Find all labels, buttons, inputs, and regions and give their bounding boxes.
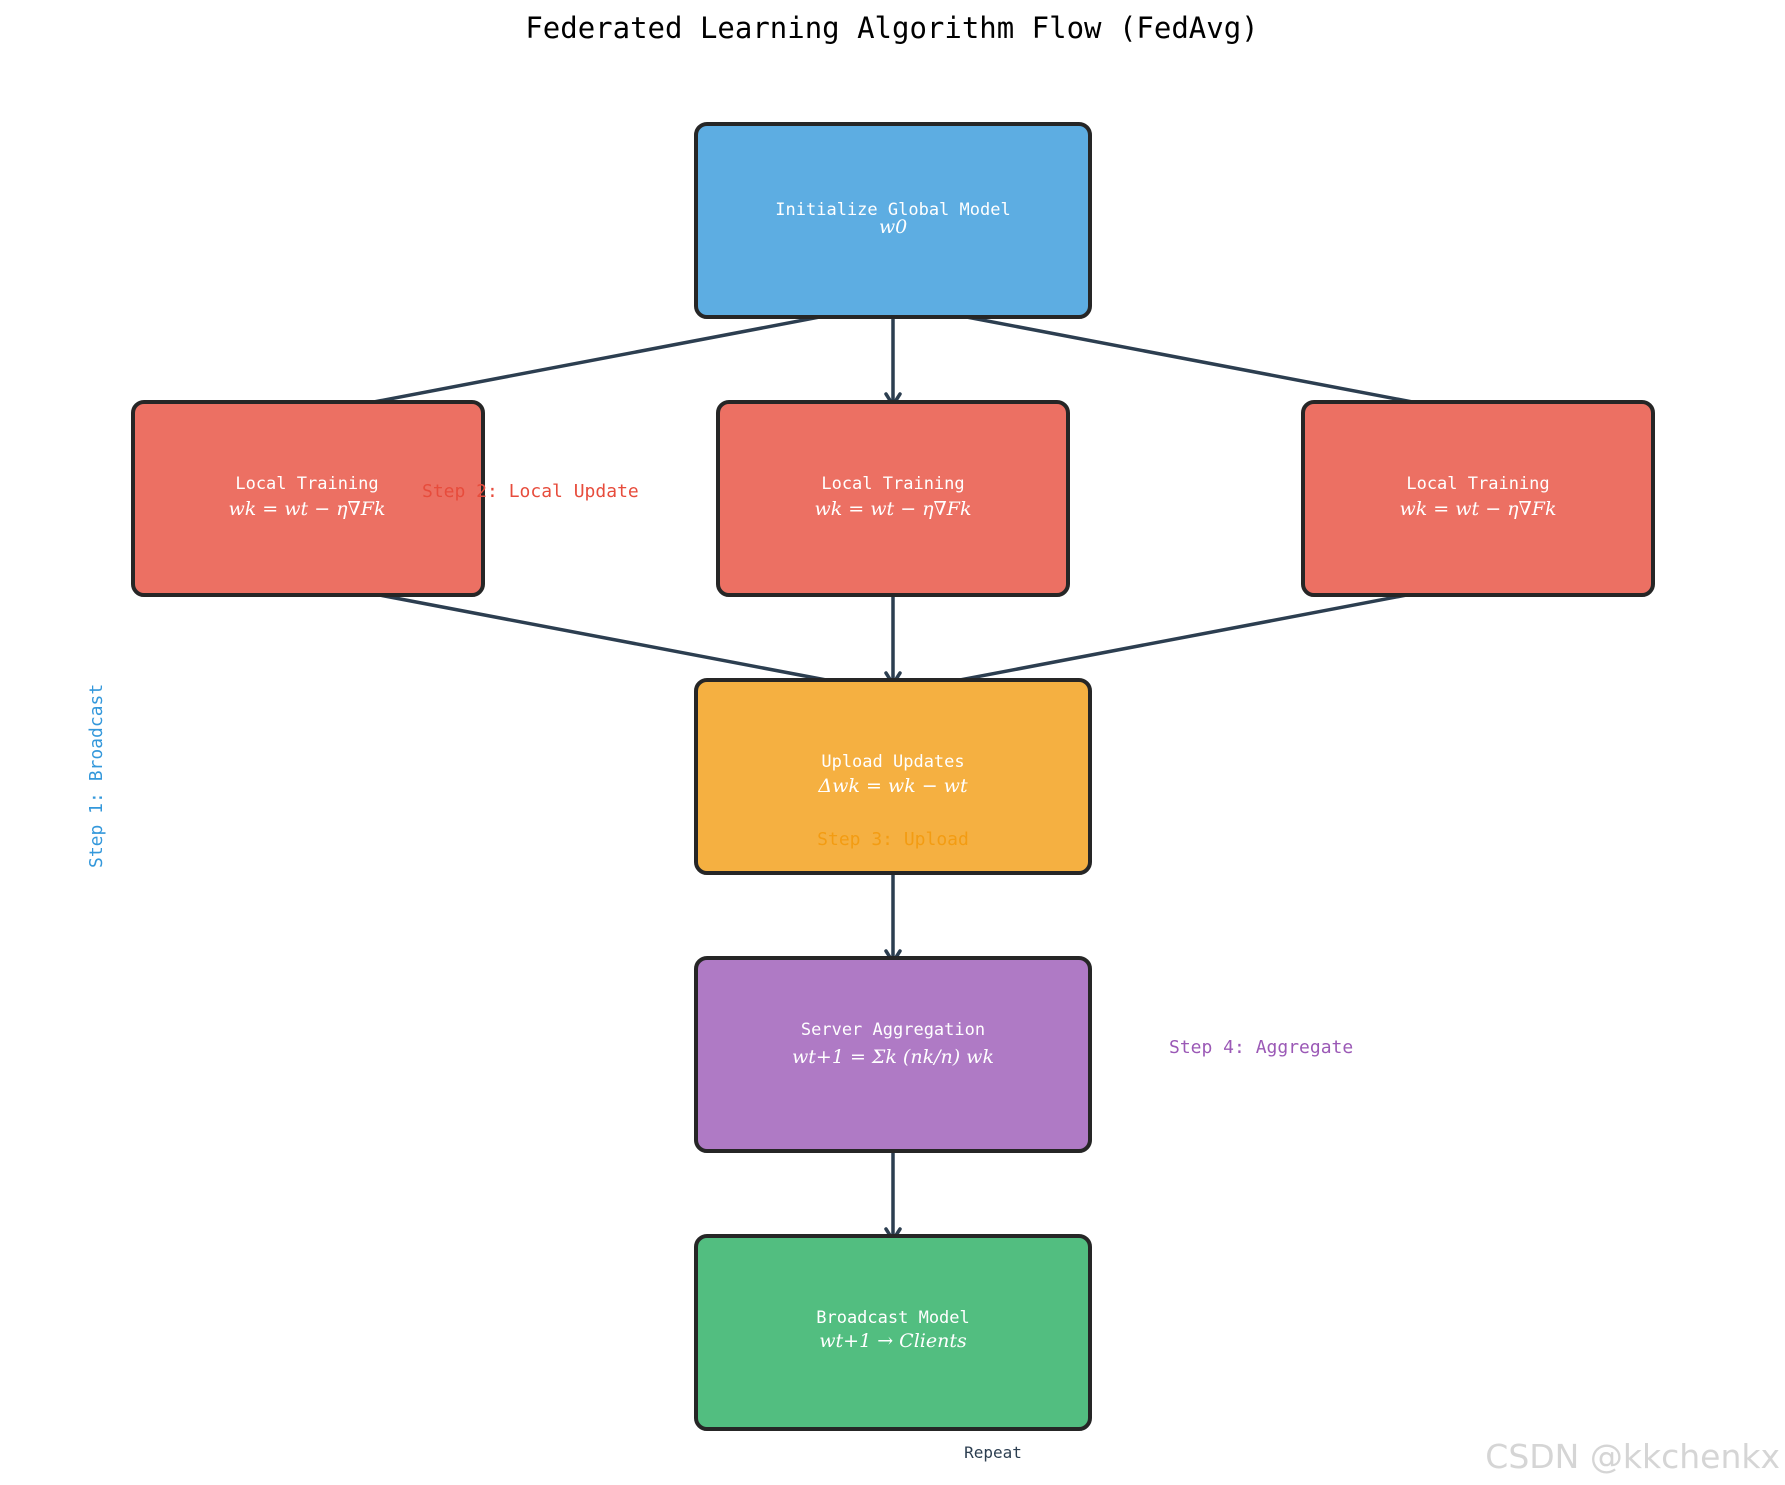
node-init-label: Initialize Global Model: [775, 200, 1010, 220]
node-broadcast-model: Broadcast Model wt+1 → Clients: [694, 1234, 1092, 1431]
node-local-3-box: [1301, 400, 1655, 597]
node-local-1-formula: wk = wt − η∇Fk: [228, 498, 385, 520]
node-local-3-label: Local Training: [1406, 474, 1549, 494]
node-local-1-label: Local Training: [235, 474, 378, 494]
edge-local-1-to-upload: [310, 580, 885, 693]
node-broadcast-box: [694, 1234, 1092, 1431]
node-server-aggregation: Server Aggregation wt+1 = Σk (nk/n) wk: [694, 956, 1092, 1153]
node-aggregate-box: [694, 956, 1092, 1153]
edge-init-to-local-1: [315, 301, 894, 415]
node-aggregate-formula: wt+1 = Σk (nk/n) wk: [792, 1046, 994, 1068]
node-init-box: [694, 122, 1092, 319]
node-local-training-2: Local Training wk = wt − η∇Fk: [716, 400, 1070, 597]
step-1-annotation: Step 1: Broadcast: [86, 684, 107, 868]
node-upload-box: [694, 678, 1092, 875]
node-upload-label: Upload Updates: [821, 752, 964, 772]
node-local-3-formula: wk = wt − η∇Fk: [1399, 498, 1556, 520]
node-local-2-box: [716, 400, 1070, 597]
node-aggregate-label: Server Aggregation: [801, 1020, 985, 1040]
step-4-annotation: Step 4: Aggregate: [1169, 1037, 1353, 1058]
node-upload-formula: Δwk = wk − wt: [817, 775, 968, 797]
node-local-training-3: Local Training wk = wt − η∇Fk: [1301, 400, 1655, 597]
node-initialize-global-model: Initialize Global Model w0: [694, 122, 1092, 319]
step-2-annotation: Step 2: Local Update: [422, 481, 639, 502]
diagram-title: Federated Learning Algorithm Flow (FedAv…: [525, 11, 1258, 45]
node-local-training-1: Local Training wk = wt − η∇Fk: [131, 400, 485, 597]
node-broadcast-formula: wt+1 → Clients: [819, 1330, 967, 1352]
watermark: CSDN @kkchenkx: [1485, 1437, 1780, 1476]
node-local-1-box: [131, 400, 485, 597]
node-broadcast-label: Broadcast Model: [816, 1308, 970, 1328]
edge-local-3-to-upload: [901, 580, 1476, 693]
node-upload-updates: Upload Updates Δwk = wk − wt: [694, 678, 1092, 875]
edge-init-to-local-3: [892, 301, 1471, 415]
node-local-2-formula: wk = wt − η∇Fk: [814, 498, 971, 520]
node-init-formula: w0: [879, 216, 907, 238]
step-3-annotation: Step 3: Upload: [817, 829, 969, 850]
node-local-2-label: Local Training: [821, 474, 964, 494]
repeat-label: Repeat: [964, 1443, 1022, 1462]
